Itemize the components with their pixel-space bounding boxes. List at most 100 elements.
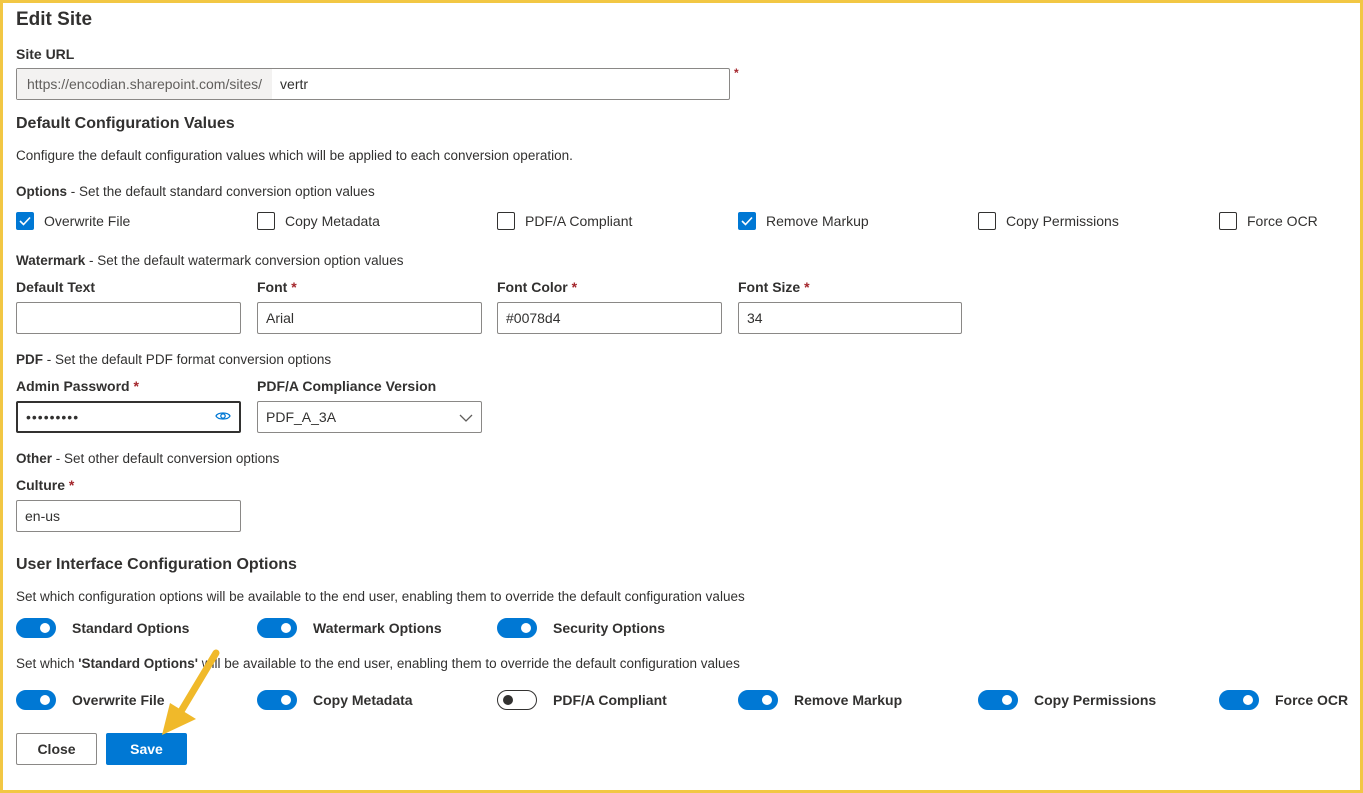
font-label-text: Font [257, 279, 288, 295]
standard-options-description: Set which 'Standard Options' will be ava… [16, 656, 740, 671]
toggle-label: Copy Metadata [313, 692, 413, 708]
toggle-switch[interactable] [497, 690, 537, 710]
required-marker: * [133, 378, 139, 394]
font-label: Font * [257, 279, 297, 295]
toggle-force-ocr[interactable]: Force OCR [1219, 690, 1348, 710]
toggle-switch[interactable] [257, 618, 297, 638]
default-config-description: Configure the default configuration valu… [16, 148, 573, 163]
compliance-version-label: PDF/A Compliance Version [257, 378, 437, 394]
toggle-label: Standard Options [72, 620, 190, 636]
toggle-label: Force OCR [1275, 692, 1349, 708]
toggle-standard-options[interactable]: Standard Options [16, 618, 189, 638]
watermark-heading-bold: Watermark [16, 253, 86, 268]
standard-desc-pre: Set which [16, 656, 79, 671]
checkbox-unchecked-icon[interactable] [497, 212, 515, 230]
font-color-label: Font Color * [497, 279, 577, 295]
default-text-label: Default Text [16, 279, 96, 295]
pdf-heading-text: - Set the default PDF format conversion … [43, 352, 332, 367]
options-heading-text: - Set the default standard conversion op… [67, 184, 375, 199]
compliance-version-dropdown[interactable]: PDF_A_3A [257, 401, 482, 433]
required-marker: * [291, 279, 297, 295]
font-input[interactable]: Arial [257, 302, 482, 334]
toggle-label: Copy Permissions [1034, 692, 1157, 708]
save-button[interactable]: Save [106, 733, 187, 765]
culture-label-text: Culture [16, 477, 65, 493]
site-url-required-marker: * [734, 66, 739, 80]
ui-config-heading: User Interface Configuration Options [16, 556, 297, 573]
site-url-prefix: https://encodian.sharepoint.com/sites/ [17, 69, 273, 99]
ui-config-description: Set which configuration options will be … [16, 589, 745, 604]
toggle-copy-permissions[interactable]: Copy Permissions [978, 690, 1156, 710]
checkbox-copy-permissions[interactable]: Copy Permissions [978, 212, 1119, 230]
options-heading-bold: Options [16, 184, 67, 199]
admin-password-label-text: Admin Password [16, 378, 130, 394]
checkbox-unchecked-icon[interactable] [978, 212, 996, 230]
checkbox-label: Force OCR [1247, 213, 1318, 229]
toggle-label: Remove Markup [794, 692, 903, 708]
font-size-input[interactable]: 34 [738, 302, 962, 334]
font-size-label: Font Size * [738, 279, 810, 295]
toggle-watermark-options[interactable]: Watermark Options [257, 618, 442, 638]
pdf-heading-bold: PDF [16, 352, 43, 367]
checkbox-label: PDF/A Compliant [525, 213, 633, 229]
checkbox-copy-metadata[interactable]: Copy Metadata [257, 212, 380, 230]
font-color-input[interactable]: #0078d4 [497, 302, 722, 334]
site-url-label: Site URL [16, 46, 75, 62]
checkbox-checked-icon[interactable] [16, 212, 34, 230]
checkbox-unchecked-icon[interactable] [257, 212, 275, 230]
toggle-switch[interactable] [738, 690, 778, 710]
checkbox-force-ocr[interactable]: Force OCR [1219, 212, 1318, 230]
chevron-down-icon [459, 409, 473, 425]
compliance-version-value: PDF_A_3A [266, 409, 337, 425]
toggle-switch[interactable] [257, 690, 297, 710]
required-marker: * [68, 477, 75, 493]
toggle-copy-metadata[interactable]: Copy Metadata [257, 690, 413, 710]
required-marker: * [571, 279, 578, 295]
checkbox-pdfa-compliant[interactable]: PDF/A Compliant [497, 212, 632, 230]
other-heading-bold: Other [16, 451, 53, 466]
toggle-switch[interactable] [16, 618, 56, 638]
default-config-heading: Default Configuration Values [16, 115, 235, 132]
admin-password-input[interactable]: ••••••••• [26, 409, 80, 425]
toggle-label: Security Options [553, 620, 666, 636]
toggle-remove-markup[interactable]: Remove Markup [738, 690, 902, 710]
checkbox-checked-icon[interactable] [738, 212, 756, 230]
options-heading: Options - Set the default standard conve… [16, 184, 375, 199]
watermark-heading: Watermark - Set the default watermark co… [16, 253, 403, 268]
toggle-switch[interactable] [497, 618, 537, 638]
standard-desc-post: will be available to the end user, enabl… [197, 656, 740, 671]
checkbox-remove-markup[interactable]: Remove Markup [738, 212, 869, 230]
default-text-input[interactable] [16, 302, 241, 334]
toggle-switch[interactable] [978, 690, 1018, 710]
site-url-input[interactable]: vertr [280, 76, 309, 92]
toggle-overwrite-file[interactable]: Overwrite File [16, 690, 165, 710]
checkbox-label: Overwrite File [44, 213, 131, 229]
checkbox-unchecked-icon[interactable] [1219, 212, 1237, 230]
checkbox-label: Copy Permissions [1006, 213, 1119, 229]
pdf-heading: PDF - Set the default PDF format convers… [16, 352, 331, 367]
reveal-password-eye-icon[interactable] [215, 409, 231, 425]
admin-password-field[interactable]: ••••••••• [16, 401, 241, 433]
page-title: Edit Site [16, 9, 93, 30]
other-heading: Other - Set other default conversion opt… [16, 451, 279, 466]
toggle-security-options[interactable]: Security Options [497, 618, 665, 638]
font-size-label-text: Font Size [738, 279, 801, 295]
toggle-label: PDF/A Compliant [553, 692, 667, 708]
toggle-label: Watermark Options [313, 620, 442, 636]
standard-desc-bold: 'Standard Options' [78, 656, 198, 671]
toggle-switch[interactable] [1219, 690, 1259, 710]
culture-input[interactable]: en-us [16, 500, 241, 532]
checkbox-label: Remove Markup [766, 213, 869, 229]
required-marker: * [804, 279, 810, 295]
checkbox-overwrite-file[interactable]: Overwrite File [16, 212, 130, 230]
culture-label: Culture * [16, 477, 74, 493]
toggle-switch[interactable] [16, 690, 56, 710]
close-button[interactable]: Close [16, 733, 97, 765]
watermark-heading-text: - Set the default watermark conversion o… [85, 253, 404, 268]
other-heading-text: - Set other default conversion options [52, 451, 280, 466]
annotation-arrow-icon [162, 649, 220, 735]
site-url-field[interactable]: https://encodian.sharepoint.com/sites/ v… [16, 68, 730, 100]
toggle-pdfa-compliant[interactable]: PDF/A Compliant [497, 690, 667, 710]
admin-password-label: Admin Password * [16, 378, 139, 394]
